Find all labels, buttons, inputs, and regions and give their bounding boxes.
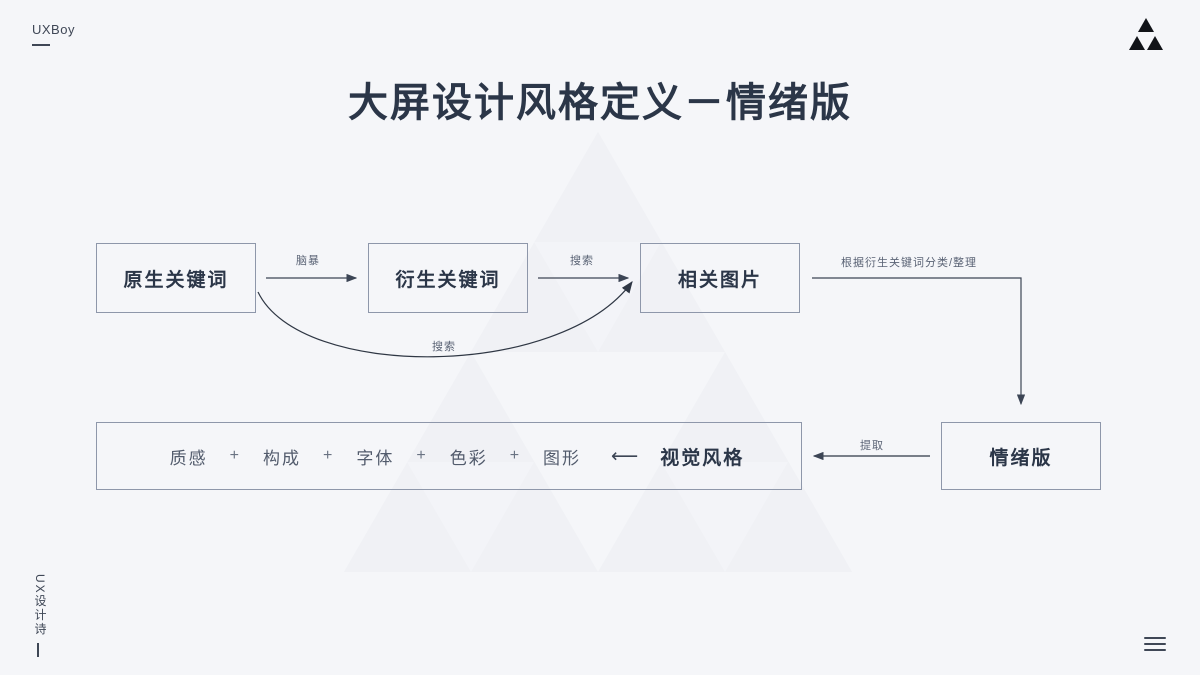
edge-label-extract: 提取 bbox=[860, 440, 884, 452]
brand-bottom: UX设计诗 bbox=[32, 574, 49, 657]
formula-plus-3: + bbox=[416, 447, 428, 464]
node-original-keywords-label: 原生关键词 bbox=[123, 269, 229, 291]
edge-label-search-curve: 搜索 bbox=[432, 341, 456, 353]
node-related-images[interactable]: 相关图片 bbox=[640, 243, 800, 313]
formula-term-texture: 质感 bbox=[169, 448, 208, 468]
formula-left-arrow-icon: ⟵ bbox=[611, 445, 641, 467]
formula-term-graphics: 图形 bbox=[543, 448, 582, 468]
page-title: 大屏设计风格定义－情绪版 bbox=[348, 81, 852, 125]
hamburger-bar-2 bbox=[1144, 643, 1166, 645]
node-mood-board[interactable]: 情绪版 bbox=[941, 422, 1101, 490]
triangle-logo-icon bbox=[1129, 18, 1163, 50]
node-derived-keywords[interactable]: 衍生关键词 bbox=[368, 243, 528, 313]
formula-term-color: 色彩 bbox=[449, 448, 488, 468]
node-visual-style-formula[interactable]: 质感 + 构成 + 字体 + 色彩 + 图形 ⟵ 视觉风格 bbox=[96, 422, 802, 490]
edge-label-brainstorm: 脑暴 bbox=[296, 255, 320, 267]
formula-plus-1: + bbox=[229, 447, 242, 464]
node-related-images-label: 相关图片 bbox=[677, 269, 762, 291]
hamburger-bar-1 bbox=[1144, 637, 1166, 639]
node-derived-keywords-label: 衍生关键词 bbox=[395, 269, 501, 291]
brand-top: UXBoy bbox=[32, 22, 75, 46]
node-original-keywords[interactable]: 原生关键词 bbox=[96, 243, 256, 313]
formula-result-visual-style: 视觉风格 bbox=[660, 447, 745, 469]
formula-term-typography: 字体 bbox=[356, 448, 395, 468]
formula-term-composition: 构成 bbox=[263, 448, 302, 468]
brand-bottom-rule bbox=[37, 643, 39, 657]
brand-top-label: UXBoy bbox=[32, 22, 75, 37]
brand-bottom-label: UX设计诗 bbox=[33, 574, 47, 637]
edge-label-classify-organize: 根据衍生关键词分类/整理 bbox=[841, 257, 978, 269]
hamburger-menu-icon[interactable] bbox=[1144, 637, 1166, 651]
formula-plus-4: + bbox=[509, 447, 522, 464]
hamburger-bar-3 bbox=[1144, 649, 1166, 651]
edge-label-search-top: 搜索 bbox=[570, 255, 594, 267]
visual-style-formula: 质感 + 构成 + 字体 + 色彩 + 图形 ⟵ 视觉风格 bbox=[154, 443, 745, 470]
formula-plus-2: + bbox=[323, 447, 335, 464]
brand-top-rule bbox=[32, 44, 50, 46]
node-mood-board-label: 情绪版 bbox=[989, 447, 1053, 469]
